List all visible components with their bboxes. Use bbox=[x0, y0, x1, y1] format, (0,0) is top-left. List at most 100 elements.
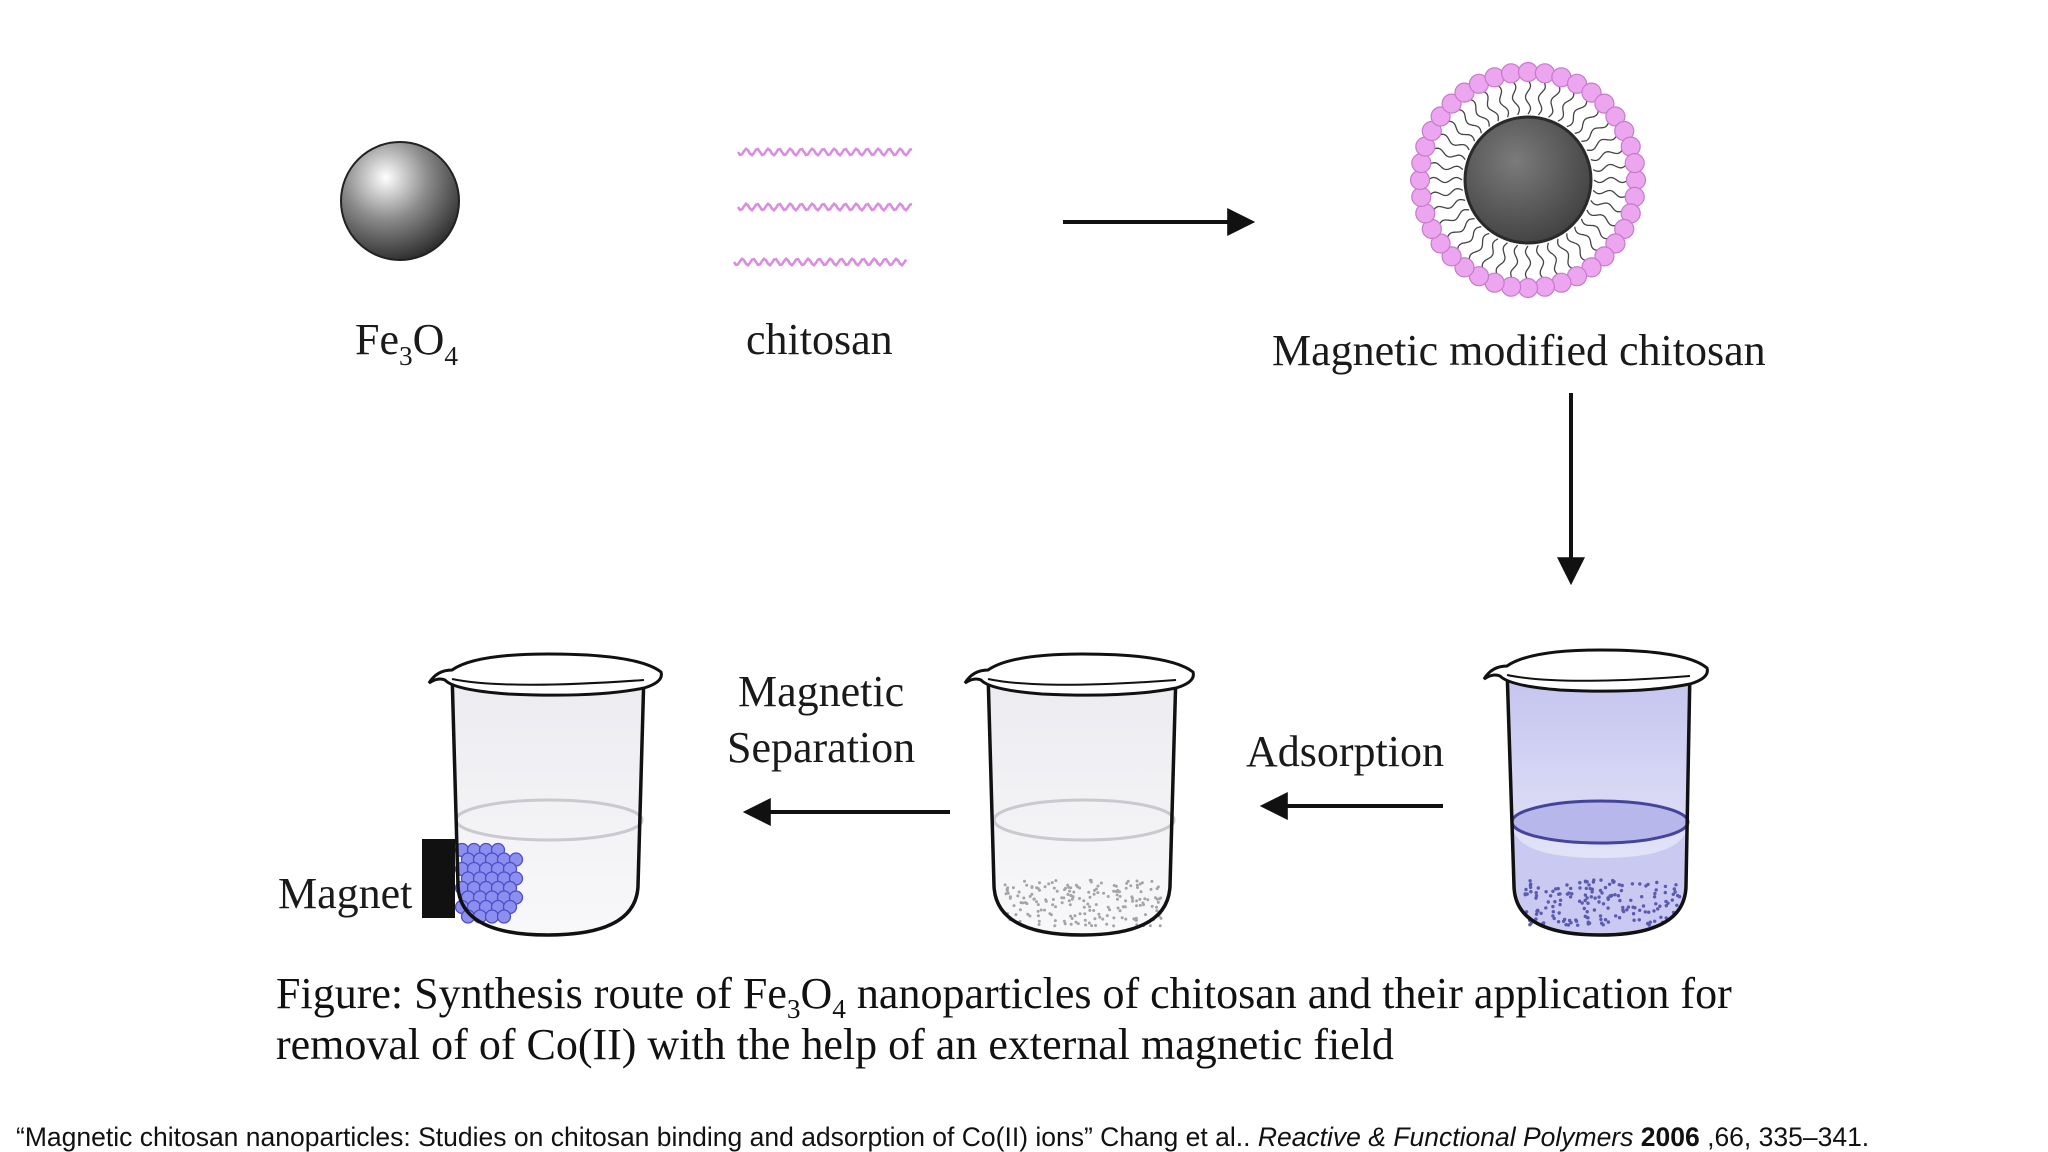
chitosan-head bbox=[1517, 61, 1539, 83]
sediment-dot bbox=[1116, 906, 1120, 910]
chitosan-head bbox=[1534, 276, 1556, 297]
sediment-dot bbox=[1553, 900, 1557, 904]
sediment-dot bbox=[1063, 922, 1067, 926]
chitosan-tail bbox=[1566, 99, 1588, 128]
sediment-dot bbox=[1606, 920, 1611, 924]
sediment-dot bbox=[1135, 883, 1139, 887]
sediment-dot bbox=[1076, 922, 1080, 926]
sediment-dot bbox=[1670, 898, 1675, 902]
chitosan-head bbox=[1468, 266, 1490, 287]
sediment-dot bbox=[1005, 889, 1009, 893]
sediment-dot bbox=[1011, 886, 1015, 890]
sediment-dot bbox=[1083, 912, 1087, 916]
sediment-dot bbox=[1054, 905, 1057, 909]
sediment-dot bbox=[1083, 918, 1087, 922]
sediment-dot bbox=[1051, 898, 1055, 901]
sediment-dot bbox=[1529, 882, 1533, 886]
sediment-dot bbox=[1599, 917, 1603, 922]
sediment-dot bbox=[1021, 901, 1025, 905]
sediment-dot bbox=[1554, 887, 1558, 891]
sediment-dot bbox=[1140, 881, 1144, 885]
sediment-dot bbox=[1030, 886, 1034, 889]
sediment-dot bbox=[1028, 894, 1032, 898]
citation: “Magnetic chitosan nanoparticles: Studie… bbox=[16, 1122, 1870, 1152]
chitosan-tail bbox=[1537, 80, 1546, 116]
sediment-dot bbox=[1114, 890, 1118, 893]
sediment-dot bbox=[1053, 919, 1057, 923]
sediment-dot bbox=[1025, 902, 1029, 906]
chitosan-head bbox=[1411, 186, 1432, 207]
chitosan-tail bbox=[1590, 200, 1624, 213]
sediment-dot bbox=[1534, 894, 1539, 898]
sediment-dot bbox=[1022, 896, 1026, 900]
chitosan-strand bbox=[736, 147, 913, 157]
sediment-dot bbox=[1138, 903, 1142, 907]
sediment-dot bbox=[1093, 917, 1097, 921]
fe3o4-particle bbox=[340, 141, 460, 261]
sediment-dot bbox=[1159, 916, 1163, 920]
sediment-dot bbox=[1055, 889, 1059, 893]
sediment-dot bbox=[1663, 890, 1668, 895]
caption-line-2: removal of of Co(II) with the help of an… bbox=[276, 1020, 1394, 1069]
sediment-dot bbox=[1096, 884, 1100, 888]
chitosan-tail bbox=[1557, 238, 1574, 270]
sediment-dot bbox=[1601, 902, 1606, 906]
sediment-dot bbox=[1534, 912, 1539, 916]
sediment-dot bbox=[1124, 886, 1128, 890]
chitosan-tail bbox=[1511, 80, 1520, 116]
sediment-dot bbox=[1584, 886, 1589, 891]
sediment-dot bbox=[1632, 918, 1636, 922]
sediment-dot bbox=[1558, 898, 1563, 902]
sediment-dot bbox=[1673, 890, 1677, 894]
chitosan-head bbox=[1415, 203, 1436, 224]
figure-caption: Figure: Synthesis route of Fe3O4 nanopar… bbox=[276, 968, 1776, 1070]
sediment-dot bbox=[1617, 883, 1622, 887]
chitosan-tail bbox=[1557, 90, 1575, 122]
sediment-dot bbox=[1043, 908, 1046, 912]
sediment-dot bbox=[1603, 885, 1608, 890]
chitosan-head bbox=[1594, 93, 1615, 114]
chitosan-tail bbox=[1586, 134, 1618, 151]
sediment-dot bbox=[1616, 894, 1621, 898]
sediment-dot bbox=[1094, 887, 1098, 891]
sediment-dot bbox=[1050, 881, 1054, 885]
sediment-dot bbox=[1121, 905, 1125, 909]
sediment-dot bbox=[1617, 916, 1622, 920]
sediment-dot bbox=[1076, 885, 1080, 889]
sediment-dot bbox=[1671, 892, 1676, 896]
sediment-dot bbox=[1610, 893, 1614, 898]
sediment-dot bbox=[1088, 905, 1092, 909]
sediment-dot bbox=[1664, 904, 1669, 908]
chitosan-tail bbox=[1574, 226, 1599, 252]
sediment-dot bbox=[1675, 903, 1679, 907]
sediment-dot bbox=[1036, 909, 1040, 913]
sediment-dot bbox=[1105, 922, 1109, 926]
sediment-dot bbox=[1644, 884, 1648, 888]
sediment-dot bbox=[1631, 912, 1636, 916]
sediment-dot bbox=[1585, 910, 1589, 914]
sediment-dot bbox=[1590, 890, 1594, 894]
sediment-dot bbox=[1138, 882, 1142, 886]
sediment-dot bbox=[1098, 915, 1102, 919]
chitosan-tail bbox=[1524, 245, 1532, 281]
sediment-dot bbox=[1112, 924, 1116, 928]
sediment-dot bbox=[1025, 883, 1029, 887]
chitosan-head bbox=[1430, 233, 1451, 254]
sediment-dot bbox=[1539, 911, 1543, 915]
chitosan-tail bbox=[1432, 147, 1466, 160]
sediment-dot bbox=[1112, 889, 1116, 893]
sediment-dot bbox=[1643, 910, 1648, 914]
sediment-dot bbox=[1556, 886, 1560, 891]
sediment-dot bbox=[1087, 921, 1091, 925]
chitosan-tail bbox=[1566, 233, 1588, 262]
sediment-dot bbox=[1124, 899, 1128, 903]
sediment-dot bbox=[1561, 919, 1566, 923]
sediment-dot bbox=[1618, 898, 1622, 903]
sediment-dot bbox=[1569, 886, 1573, 891]
sediment-dot bbox=[1030, 892, 1034, 896]
sediment-dot bbox=[1536, 908, 1540, 912]
sediment-dot bbox=[1534, 891, 1538, 895]
magnet-block bbox=[422, 839, 455, 918]
sediment-dot bbox=[1597, 895, 1601, 899]
sediment-dot bbox=[1105, 914, 1109, 918]
